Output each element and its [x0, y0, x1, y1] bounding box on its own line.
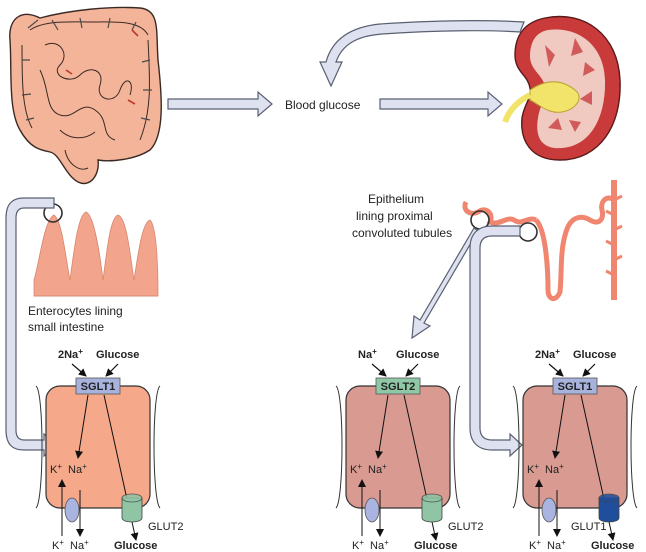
sodium-outside-label: Na+: [370, 538, 389, 552]
glucose-in-arrow: [405, 363, 419, 377]
transporter-box: [75, 377, 121, 395]
glucose-in-arrow: [105, 363, 119, 377]
sodium-outside-label: Na+: [70, 538, 89, 552]
transporter-label: SGLT1: [81, 381, 116, 393]
blood-to-kidney-arrow: [379, 90, 503, 118]
small-intestine-illustration: [9, 6, 162, 185]
sodium-potassium-pump: [64, 497, 80, 523]
glucose-top-label: Glucose: [96, 349, 139, 361]
sodium-path-arrow: [375, 394, 389, 459]
potassium-outside-label: K+: [52, 538, 64, 552]
glucose-top-label: Glucose: [573, 349, 616, 361]
nephron-tubule: [462, 180, 623, 301]
glut-cylinder-top: [421, 493, 443, 503]
intestine-to-blood-arrow: [167, 90, 273, 118]
neighbor-membrane-right: [153, 385, 161, 509]
sodium-path-arrow: [552, 394, 566, 459]
neighbor-membrane-left: [512, 385, 520, 509]
sodium-outside-label: Na+: [547, 538, 566, 552]
sodium-potassium-pump: [541, 497, 557, 523]
sodium-top-label: Na+: [358, 347, 377, 361]
epithelium-label-line1: Epithelium: [368, 192, 424, 206]
transporter-label: SGLT2: [381, 381, 416, 393]
glucose-outside-label: Glucose: [114, 540, 157, 552]
intestinal-villi: [33, 211, 159, 297]
neighbor-membrane-right: [453, 385, 461, 509]
epithelium-label-line3: convoluted tubules: [352, 226, 452, 240]
neighbor-membrane-right: [630, 385, 638, 509]
glut-cylinder-top: [121, 493, 143, 503]
kidney-to-blood-return-arrow: [319, 20, 525, 88]
kidney-illustration: [502, 15, 621, 161]
glucose-outside-label: Glucose: [414, 540, 457, 552]
glut-cylinder-body: [598, 497, 620, 523]
sodium-path-arrow: [75, 394, 89, 459]
tubule-to-sglt2-arrow: [411, 227, 479, 340]
sodium-top-label: 2Na+: [535, 347, 560, 361]
potassium-outside-label: K+: [352, 538, 364, 552]
glut-cylinder-top: [598, 493, 620, 503]
transporter-box: [552, 377, 598, 395]
transporter-box: [375, 377, 421, 395]
glucose-top-label: Glucose: [396, 349, 439, 361]
glucose-in-arrow: [582, 363, 596, 377]
sodium-top-label: 2Na+: [58, 347, 83, 361]
glut-label: GLUT2: [148, 521, 183, 533]
glut-label: GLUT1: [571, 521, 606, 533]
glut-label: GLUT2: [448, 521, 483, 533]
enterocytes-label-line2: small intestine: [28, 320, 104, 334]
potassium-outside-label: K+: [529, 538, 541, 552]
blood-glucose-label: Blood glucose: [285, 98, 361, 112]
sodium-in-arrow: [71, 363, 87, 377]
tubule-to-sglt1-arrow: [469, 225, 523, 458]
sodium-in-arrow: [548, 363, 564, 377]
sodium-potassium-pump: [364, 497, 380, 523]
neighbor-membrane-left: [335, 385, 343, 509]
neighbor-membrane-left: [35, 385, 43, 509]
tubule-magnifier-2: [518, 222, 538, 242]
transporter-label: SGLT1: [558, 381, 593, 393]
sodium-in-arrow: [371, 363, 387, 377]
enterocytes-label-line1: Enterocytes lining: [28, 304, 123, 318]
glut-cylinder-body: [421, 497, 443, 523]
epithelium-label-line2: lining proximal: [356, 209, 433, 223]
glucose-outside-label: Glucose: [591, 540, 634, 552]
glut-cylinder-body: [121, 497, 143, 523]
